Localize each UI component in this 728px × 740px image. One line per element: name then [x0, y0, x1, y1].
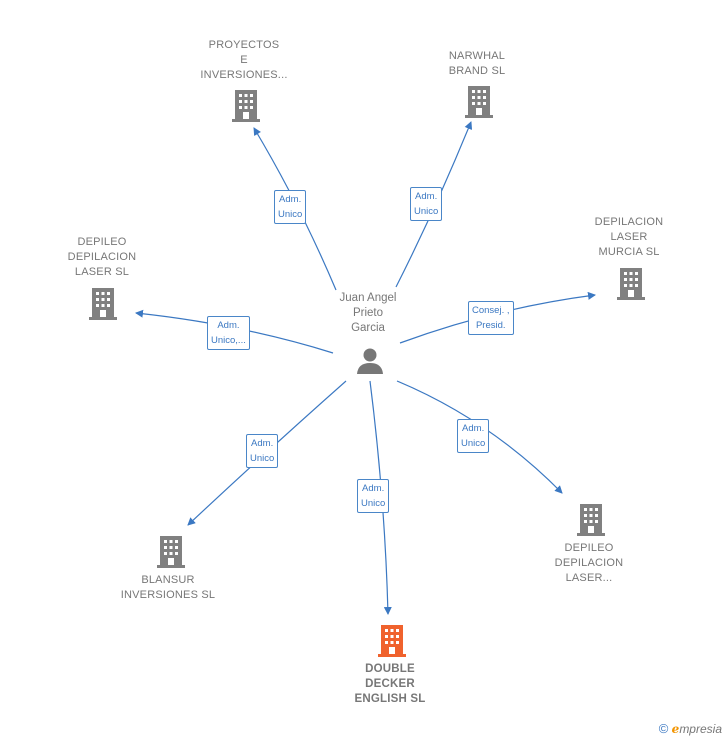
copyright-brand: © empresia — [659, 721, 722, 736]
company-label-depileo-laser-2[interactable]: DEPILEO DEPILACION LASER... — [554, 542, 624, 584]
company-label-narwhal[interactable]: NARWHAL BRAND SL — [448, 50, 506, 77]
building-icon[interactable] — [576, 502, 606, 536]
building-icon[interactable] — [88, 286, 118, 320]
role-label-blansur: Adm. Unico — [246, 434, 279, 468]
building-icon[interactable] — [231, 88, 261, 122]
company-label-proyectos[interactable]: PROYECTOS E INVERSIONES... — [200, 39, 288, 81]
company-label-depilacion-murcia[interactable]: DEPILACION LASER MURCIA SL — [594, 216, 664, 258]
person-icon[interactable] — [355, 345, 385, 375]
role-label-depileo-laser-2: Adm. Unico — [457, 419, 490, 453]
building-icon[interactable] — [464, 84, 494, 118]
company-label-depileo-laser-sl[interactable]: DEPILEO DEPILACION LASER SL — [67, 236, 137, 278]
brand-e: e — [671, 722, 680, 736]
role-label-depileo-laser-sl: Adm. Unico,... — [207, 316, 250, 350]
brand-name: mpresia — [679, 722, 722, 736]
building-icon[interactable] — [616, 266, 646, 300]
center-person-name[interactable]: Juan Angel Prieto Garcia — [339, 292, 397, 334]
role-label-narwhal: Adm. Unico — [410, 187, 443, 221]
role-label-proyectos: Adm. Unico — [274, 190, 307, 224]
copyright-symbol: © — [658, 721, 669, 736]
company-label-double-decker[interactable]: DOUBLE DECKER ENGLISH SL — [354, 663, 426, 705]
building-icon-highlight[interactable] — [377, 623, 407, 657]
role-label-depilacion-murcia: Consej. , Presid. — [468, 301, 514, 335]
company-label-blansur[interactable]: BLANSUR INVERSIONES SL — [120, 574, 216, 601]
building-icon[interactable] — [156, 534, 186, 568]
role-label-double-decker: Adm. Unico — [357, 479, 390, 513]
